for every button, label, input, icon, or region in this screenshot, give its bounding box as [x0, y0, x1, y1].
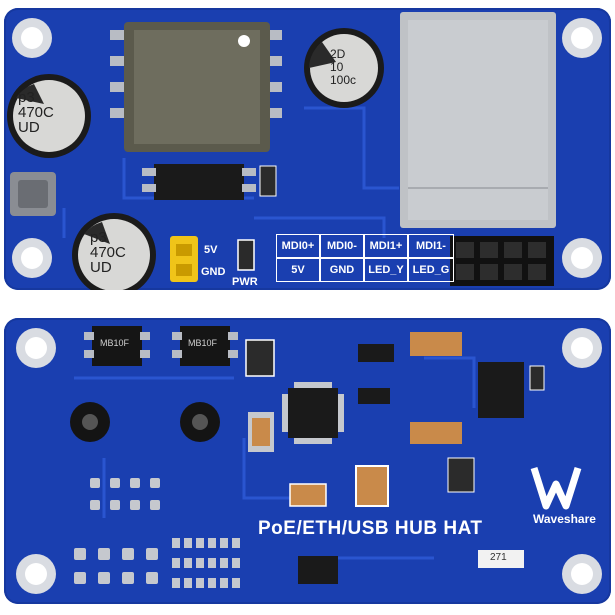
pin-5v: 5V [276, 258, 320, 282]
cap2-line3: UD [90, 259, 112, 276]
qfn-controller-chip [282, 382, 344, 444]
mounting-holes-top [12, 18, 602, 278]
inductor [10, 172, 56, 216]
cap1-line3: UD [18, 119, 40, 136]
smd-components [245, 332, 545, 584]
pwr-led [237, 239, 255, 271]
top-board-graphics [7, 12, 602, 290]
large-pads [70, 402, 220, 442]
bottom-traces [74, 356, 476, 560]
cap2-line1: p3 [90, 229, 107, 246]
mounting-holes-bottom [16, 328, 602, 594]
pin-mdi1p: MDI1+ [364, 234, 408, 258]
bridge-rectifiers [84, 326, 238, 366]
board-title: PoE/ETH/USB HUB HAT [258, 518, 483, 539]
transformer [110, 22, 282, 152]
smd-pad-array [172, 538, 240, 588]
poe-hat-bottom-view: PoE/ETH/USB HUB HAT Waveshare MB10F MB10… [4, 318, 611, 604]
gpio-header-top [450, 236, 554, 286]
label-pwr: PWR [232, 276, 258, 288]
capacitor-bodies [7, 28, 384, 290]
cap3-line1: 2D [330, 47, 346, 61]
small-ic [142, 164, 277, 200]
pin-led-g: LED_G [408, 258, 454, 282]
cap1-line2: 470C [18, 104, 54, 121]
label-5v: 5V [204, 244, 218, 256]
rectifier-2-code: MB10F [188, 338, 218, 348]
pin-led-y: LED_Y [364, 258, 408, 282]
resistor-code: 271 [490, 552, 507, 563]
cap1-line1: p3 [18, 89, 35, 106]
pin-mdi0p: MDI0+ [276, 234, 320, 258]
cap2-line2: 470C [90, 244, 126, 261]
poe-hat-top-view: p3 470C UD p3 470C UD 2D 10 100c 5V GND … [4, 8, 611, 290]
capacitor-3-marking: 2D 10 100c [330, 48, 356, 87]
through-hole-grid-left [74, 478, 160, 584]
pin-gnd: GND [320, 258, 364, 282]
pin-label-table: MDI0+ MDI0- MDI1+ MDI1- 5V GND LED_Y LED… [276, 234, 454, 282]
capacitor-1-marking: p3 470C UD [18, 90, 54, 135]
bottom-board-graphics [16, 326, 602, 594]
power-jumper [170, 236, 198, 282]
waveshare-logo [530, 466, 582, 510]
capacitor-2-marking: p3 470C UD [90, 230, 126, 275]
pin-mdi0n: MDI0- [320, 234, 364, 258]
cap3-line3: 100c [330, 73, 357, 87]
label-gnd: GND [201, 266, 226, 278]
brand-name: Waveshare [533, 512, 596, 526]
cap3-line2: 10 [330, 60, 344, 74]
rj45-jack [400, 12, 556, 228]
rectifier-1-code: MB10F [100, 338, 130, 348]
pin-mdi1n: MDI1- [408, 234, 454, 258]
